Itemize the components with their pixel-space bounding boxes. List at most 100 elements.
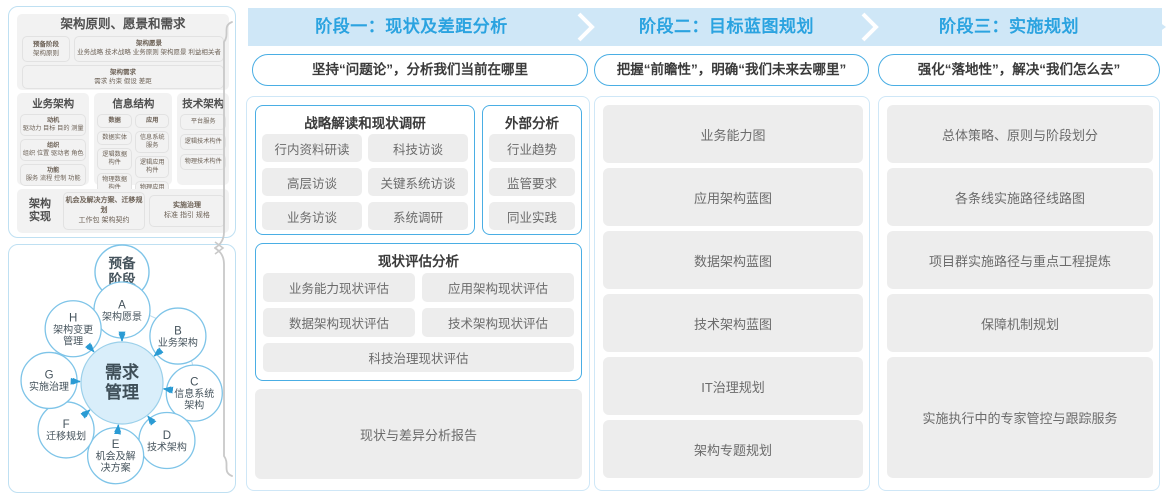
deliverable-chip[interactable]: 数据架构蓝图 (603, 231, 863, 289)
cell-sub: 平台服务 (190, 118, 216, 125)
cell-sub: 组织 位置 驱动者 角色 (22, 150, 84, 157)
phase-2-band (594, 8, 884, 46)
deliverable-chip[interactable]: 实施执行中的专家管控与跟踪服务 (887, 357, 1153, 478)
architecture-principles-group: 架构原则、愿景和需求 预备阶段 架构原则 架构愿景 业务战略 技术战略 业务原则… (17, 14, 229, 90)
adm-node-label: 架构变更 (53, 323, 93, 336)
adm-node-label: 架构愿景 (102, 310, 142, 323)
group-title: 外部分析 (505, 116, 559, 131)
realization-label-line2: 实现 (29, 211, 51, 223)
cell-sub: 信息系统服务 (139, 134, 165, 149)
physical-technology-component-cell: 物理技术构件 (180, 154, 226, 170)
cell-sub: 逻辑数据构件 (102, 151, 128, 166)
phase-1-title: 阶段一：现状及差距分析 (315, 17, 508, 36)
adm-node-key: D (163, 430, 171, 442)
cell-sub: 业务战略 技术战略 业务原则 架构愿景 利益相关者 (77, 49, 221, 56)
adm-node-key: H (69, 312, 77, 324)
opportunity-migration-cell: 机会及解决方案、迁移规划 工作包 架构契约 (63, 192, 145, 230)
adm-node-b[interactable] (149, 307, 207, 365)
task-chip[interactable]: 业务访谈 (262, 202, 362, 230)
adm-node-key: F (63, 419, 70, 431)
phase-1-to-2-chevron-icon (575, 8, 601, 46)
adm-node-key: B (174, 325, 182, 337)
architecture-realization-row: 架构 实现 机会及解决方案、迁移规划 工作包 架构契约 实施治理 标准 指引 规… (17, 189, 229, 233)
realization-label-line1: 架构 (29, 198, 51, 210)
deliverable-chip[interactable]: 应用架构蓝图 (603, 168, 863, 226)
column-title: 技术架构 (182, 98, 225, 110)
phase-1-group-assessment: 现状评估分析 业务能力现状评估 应用架构现状评估 数据架构现状评估 技术架构现状… (255, 243, 582, 381)
cell-title: 预备阶段 (33, 41, 59, 48)
task-chip[interactable]: 科技治理现状评估 (263, 343, 574, 372)
adm-node-label: 信息系统 (174, 387, 214, 400)
realization-label: 架构 实现 (21, 198, 59, 224)
task-chip[interactable]: 高层访谈 (262, 168, 362, 196)
deliverable-chip[interactable]: 保障机制规划 (887, 294, 1153, 352)
cell-sub: 逻辑应用构件 (139, 159, 165, 174)
logical-application-component-cell: 逻辑应用构件 (134, 156, 170, 178)
application-head-cell: 应用 (134, 114, 170, 128)
deliverable-chip[interactable]: 架构专题规划 (603, 420, 863, 478)
cell-sub: 驱动力 目标 目的 测量 (22, 125, 84, 132)
cell-title: 应用 (146, 117, 159, 124)
phase-2-title: 阶段二：目标蓝图规划 (639, 17, 814, 36)
column-title: 信息结构 (112, 98, 155, 110)
deliverable-chip[interactable]: 业务能力图 (603, 105, 863, 163)
prep-stage-cell: 预备阶段 架构原则 (22, 36, 70, 62)
adm-node-label: 业务架构 (158, 336, 198, 349)
task-chip[interactable]: 关键系统访谈 (368, 168, 468, 196)
adm-arrow-group (70, 331, 174, 435)
business-architecture-column: 业务架构 动机 驱动力 目标 目的 测量 组织 组织 位置 驱动者 角色 功能 … (17, 93, 90, 186)
cell-sub: 服务 流程 控制 功能 (25, 175, 81, 182)
phase-3-subtitle: 强化“落地性”，解决“我们怎么去” (878, 54, 1160, 86)
task-chip[interactable]: 系统调研 (368, 202, 468, 230)
phase-3-band (878, 8, 1162, 46)
adm-node-label: 机会及解 (96, 450, 136, 463)
task-chip[interactable]: 数据架构现状评估 (263, 308, 415, 337)
task-chip[interactable]: 科技访谈 (368, 134, 468, 162)
task-chip[interactable]: 同业实践 (489, 202, 575, 230)
task-chip[interactable]: 业务能力现状评估 (263, 273, 415, 302)
deliverable-chip[interactable]: 项目群实施路径与重点工程提炼 (887, 231, 1153, 289)
adm-node-label: 架构 (184, 399, 204, 412)
deliverable-chip[interactable]: 总体策略、原则与阶段划分 (887, 105, 1153, 163)
group-title: 现状评估分析 (378, 254, 459, 269)
phase-2-to-3-chevron-icon (859, 8, 885, 46)
cell-sub: 架构原则 (33, 50, 59, 57)
data-entity-cell: 数据实体 (97, 131, 132, 145)
adm-radial-arrow (153, 347, 164, 357)
togaf-framework-panel: 架构原则、愿景和需求 预备阶段 架构原则 架构愿景 业务战略 技术战略 业务原则… (8, 6, 236, 238)
data-head-cell: 数据 (97, 114, 132, 128)
grouping-brace (214, 21, 233, 477)
task-chip[interactable]: 技术架构现状评估 (422, 308, 574, 337)
motivation-cell: 动机 驱动力 目标 目的 测量 (20, 114, 87, 136)
cell-sub: 数据实体 (102, 134, 128, 141)
deliverable-chip[interactable]: 技术架构蓝图 (603, 294, 863, 352)
phase-1-report-chip[interactable]: 现状与差异分析报告 (255, 389, 582, 479)
implementation-governance-cell: 实施治理 标准 指引 规格 (149, 195, 225, 227)
adm-center-line1: 需求 (105, 362, 139, 382)
column-title: 业务架构 (32, 98, 75, 110)
task-chip[interactable]: 监管要求 (489, 168, 575, 196)
phase-2-panel: 业务能力图 应用架构蓝图 数据架构蓝图 技术架构蓝图 IT治理规划 架构专题规划 (594, 96, 870, 491)
deliverable-chip[interactable]: 各条线实施路径线路图 (887, 168, 1153, 226)
adm-center-circle (80, 341, 164, 425)
task-chip[interactable]: 行业趋势 (489, 134, 575, 162)
group-title: 战略解读和现状调研 (304, 116, 426, 131)
task-chip[interactable]: 行内资料研读 (262, 134, 362, 162)
phase-1-subtitle: 坚持“问题论”，分析我们当前在哪里 (252, 54, 588, 86)
cell-title: 动机 (47, 117, 60, 124)
phase-1-group-strategy: 战略解读和现状调研 行内资料研读 科技访谈 高层访谈 关键系统访谈 业务访谈 系… (255, 105, 475, 235)
phase-1-panel: 战略解读和现状调研 行内资料研读 科技访谈 高层访谈 关键系统访谈 业务访谈 系… (246, 96, 590, 491)
adm-prep-line1: 预备 (109, 255, 136, 271)
group-title: 架构原则、愿景和需求 (60, 17, 186, 31)
deliverable-chip[interactable]: IT治理规划 (603, 357, 863, 415)
adm-node-key: G (45, 370, 54, 382)
cell-title: 数据 (108, 117, 121, 124)
task-chip[interactable]: 应用架构现状评估 (422, 273, 574, 302)
cell-title: 实施治理 (173, 202, 201, 209)
cell-title: 功能 (47, 167, 60, 174)
technology-architecture-column: 技术架构 平台服务 逻辑技术构件 物理技术构件 (177, 93, 229, 185)
cell-sub: 工作包 架构契约 (78, 217, 130, 224)
adm-node-key: C (190, 377, 198, 389)
cell-title: 架构需求 (110, 69, 136, 76)
